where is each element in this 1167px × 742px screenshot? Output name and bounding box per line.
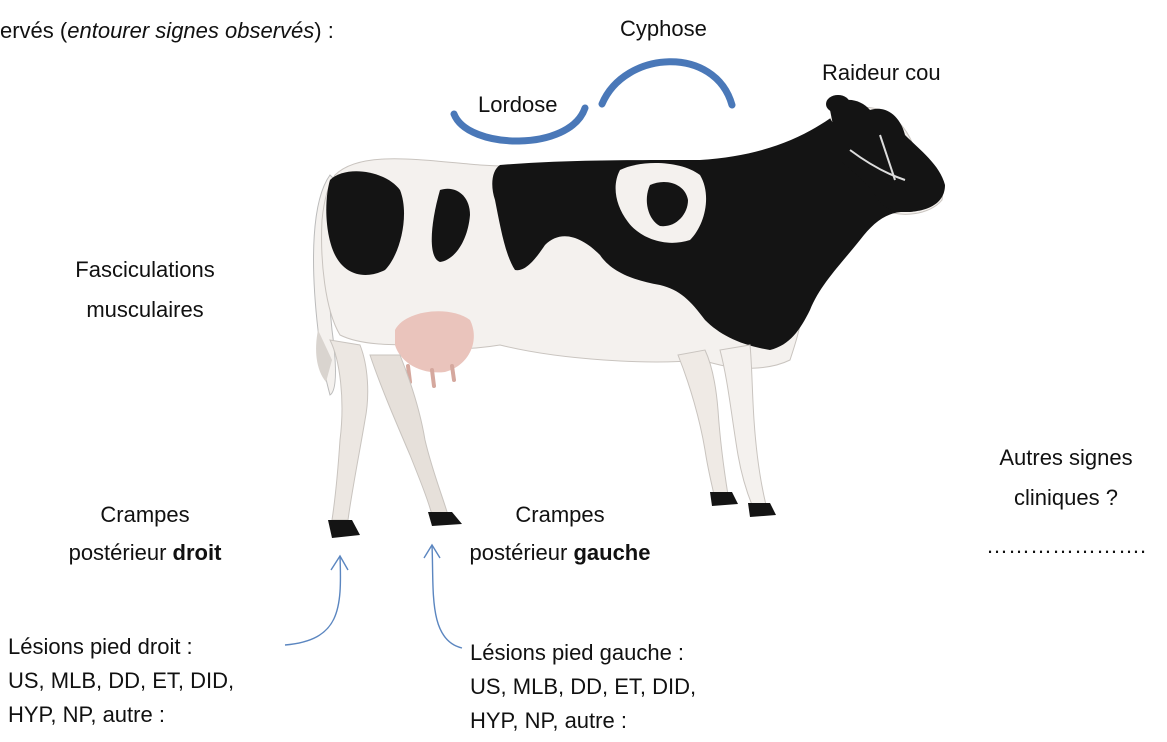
lesions-droit-line2: US, MLB, DD, ET, DID, (8, 664, 234, 698)
label-autres-signes[interactable]: Autres signes cliniques ? …………………. (986, 441, 1146, 563)
label-raideur-cou[interactable]: Raideur cou (822, 56, 941, 90)
cyphose-arc (602, 62, 732, 105)
autres-line2: cliniques ? (986, 481, 1146, 515)
autres-line3: …………………. (986, 529, 1146, 563)
label-crampes-gauche[interactable]: Crampes postérieur gauche (455, 498, 665, 570)
label-cyphose[interactable]: Cyphose (620, 12, 707, 46)
lesions-pied-gauche[interactable]: Lésions pied gauche : US, MLB, DD, ET, D… (470, 636, 696, 738)
crampes-droit-line1: Crampes (50, 498, 240, 532)
lesions-gauche-line3: HYP, NP, autre : (470, 704, 696, 738)
lesions-droit-line3: HYP, NP, autre : (8, 698, 234, 732)
lesions-gauche-line1: Lésions pied gauche : (470, 636, 696, 670)
instruction-header: ervés (entourer signes observés) : (0, 14, 334, 48)
header-italic: entourer signes observés (67, 18, 314, 43)
lesions-droit-line1: Lésions pied droit : (8, 630, 234, 664)
label-lordose[interactable]: Lordose (478, 88, 558, 122)
lesions-pied-droit[interactable]: Lésions pied droit : US, MLB, DD, ET, DI… (8, 630, 234, 732)
fasciculations-line1: Fasciculations (70, 253, 220, 287)
fasciculations-line2: musculaires (70, 293, 220, 327)
lesions-gauche-line2: US, MLB, DD, ET, DID, (470, 670, 696, 704)
header-prefix: ervés ( (0, 18, 67, 43)
autres-line1: Autres signes (986, 441, 1146, 475)
crampes-gauche-line2: postérieur gauche (455, 536, 665, 570)
label-crampes-droit[interactable]: Crampes postérieur droit (50, 498, 240, 570)
crampes-droit-line2: postérieur droit (50, 536, 240, 570)
label-fasciculations[interactable]: Fasciculations musculaires (70, 253, 220, 327)
crampes-gauche-line1: Crampes (455, 498, 665, 532)
header-suffix: ) : (314, 18, 334, 43)
